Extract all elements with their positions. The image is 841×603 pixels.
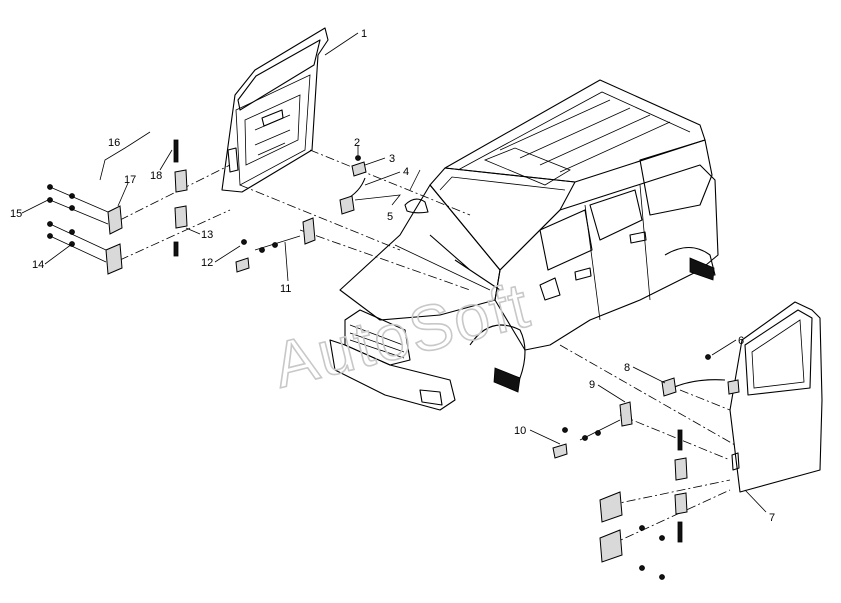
front-right-door bbox=[729, 301, 823, 493]
callout-18: 18 bbox=[150, 170, 162, 182]
callout-2: 2 bbox=[354, 137, 360, 149]
callout-8: 8 bbox=[624, 362, 630, 374]
callout-6: 6 bbox=[738, 335, 744, 347]
left-striker bbox=[235, 217, 316, 273]
callout-17: 17 bbox=[124, 174, 136, 186]
callout-16: 16 bbox=[108, 137, 120, 149]
leader-lines bbox=[21, 32, 767, 513]
callout-14: 14 bbox=[32, 259, 44, 271]
left-hinge-hardware bbox=[47, 139, 188, 275]
right-hardware bbox=[552, 354, 740, 580]
left-check-strap bbox=[339, 155, 367, 215]
assembly-lines bbox=[119, 149, 736, 546]
callout-9: 9 bbox=[589, 379, 595, 391]
vehicle-body bbox=[329, 79, 719, 411]
callout-7: 7 bbox=[769, 512, 775, 524]
callout-1: 1 bbox=[361, 28, 367, 40]
callout-5: 5 bbox=[387, 211, 393, 223]
callout-labels: 1 2 3 4 5 6 7 8 9 10 11 12 13 14 15 16 1… bbox=[10, 28, 775, 524]
callout-10: 10 bbox=[514, 425, 526, 437]
front-left-door bbox=[221, 27, 329, 193]
callout-4: 4 bbox=[403, 166, 409, 178]
callout-3: 3 bbox=[389, 153, 395, 165]
callout-11: 11 bbox=[280, 283, 291, 295]
callout-12: 12 bbox=[201, 257, 213, 269]
callout-15: 15 bbox=[10, 208, 22, 220]
callout-13: 13 bbox=[201, 229, 213, 241]
